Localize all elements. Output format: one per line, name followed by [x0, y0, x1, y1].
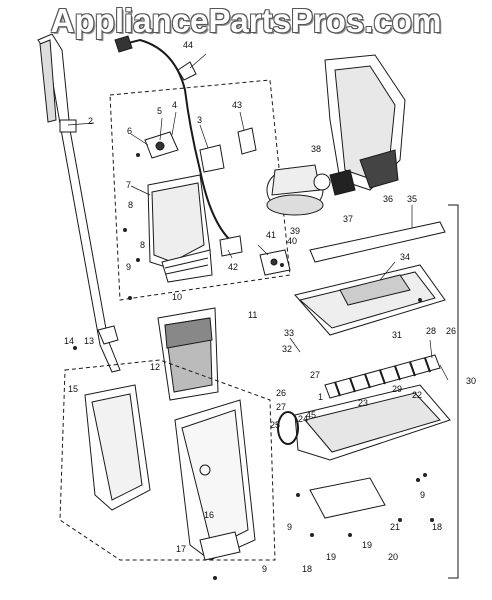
callout-9c: 9	[287, 522, 292, 532]
callout-13: 13	[84, 336, 94, 346]
callout-9b: 9	[420, 490, 425, 500]
callout-37: 37	[343, 214, 353, 224]
callout-41: 41	[266, 230, 276, 240]
callout-20: 20	[388, 552, 398, 562]
switch-plate	[144, 131, 179, 159]
callout-18b: 18	[432, 522, 442, 532]
callout-11: 11	[248, 310, 257, 320]
mounting-brackets	[199, 127, 291, 276]
callout-19a: 19	[326, 552, 336, 562]
callout-9a: 9	[126, 262, 131, 272]
leader-lines	[67, 53, 449, 381]
callout-25: 25	[270, 420, 280, 430]
callout-33: 33	[284, 328, 294, 338]
power-cord	[114, 35, 231, 241]
rear-housing	[324, 54, 406, 196]
callout-27b: 27	[276, 402, 286, 412]
callout-26a: 26	[446, 326, 456, 336]
callout-43: 43	[232, 100, 242, 110]
dirt-cup-filter	[157, 307, 219, 401]
bumper	[309, 221, 446, 263]
callout-22: 22	[412, 390, 422, 400]
belt	[277, 411, 299, 445]
callout-2: 2	[88, 116, 93, 126]
callout-30: 30	[466, 376, 476, 386]
screws	[73, 153, 434, 580]
callout-8b: 8	[140, 240, 145, 250]
callout-3: 3	[197, 115, 202, 125]
motor	[266, 164, 331, 216]
callout-6: 6	[127, 126, 132, 136]
callout-16: 16	[204, 510, 214, 520]
callout-44: 44	[183, 40, 193, 50]
callout-14: 14	[64, 336, 74, 346]
callout-45: 45	[306, 410, 316, 420]
callout-35: 35	[407, 194, 417, 204]
callout-36: 36	[383, 194, 393, 204]
motor-cover	[147, 174, 213, 283]
callout-34: 34	[400, 252, 410, 262]
callout-9d: 9	[262, 564, 267, 574]
callout-5: 5	[157, 106, 162, 116]
watermark: AppliancePartsPros.com	[50, 2, 442, 39]
callout-12: 12	[150, 362, 160, 372]
callout-32: 32	[282, 344, 292, 354]
callout-7: 7	[126, 180, 131, 190]
callout-38: 38	[311, 144, 321, 154]
callout-1: 1	[318, 392, 323, 402]
callout-23: 23	[358, 398, 368, 408]
callout-40: 40	[287, 236, 297, 246]
callout-15: 15	[68, 384, 78, 394]
callout-19b: 19	[362, 540, 372, 550]
rear-bag-housing	[84, 384, 151, 511]
callout-21: 21	[390, 522, 400, 532]
callout-29: 29	[392, 384, 402, 394]
brush-roll	[324, 354, 441, 399]
callout-24: 24	[298, 414, 308, 424]
assembly-outline-lower	[59, 359, 276, 561]
callout-17: 17	[176, 544, 186, 554]
assembly-bracket-30	[448, 204, 459, 579]
bottom-plate	[309, 477, 386, 519]
callout-28: 28	[426, 326, 436, 336]
callout-27a: 27	[310, 370, 320, 380]
latch	[199, 531, 241, 561]
handle-tube	[37, 33, 121, 373]
callout-4: 4	[172, 100, 177, 110]
callout-8a: 8	[128, 200, 133, 210]
nozzle-base	[294, 384, 451, 461]
callout-26b: 26	[276, 388, 286, 398]
callout-42: 42	[228, 262, 238, 272]
assembly-outline-upper	[109, 79, 291, 301]
callout-31: 31	[392, 330, 402, 340]
callout-10: 10	[172, 292, 182, 302]
nozzle-cover	[294, 264, 446, 336]
callout-18a: 18	[302, 564, 312, 574]
callout-labels: 1 2 3 4 5 6 7 8 8 9 9 9 9 10 11 12 13 14…	[64, 40, 476, 574]
callout-39: 39	[290, 226, 300, 236]
front-bag-housing	[174, 399, 256, 561]
